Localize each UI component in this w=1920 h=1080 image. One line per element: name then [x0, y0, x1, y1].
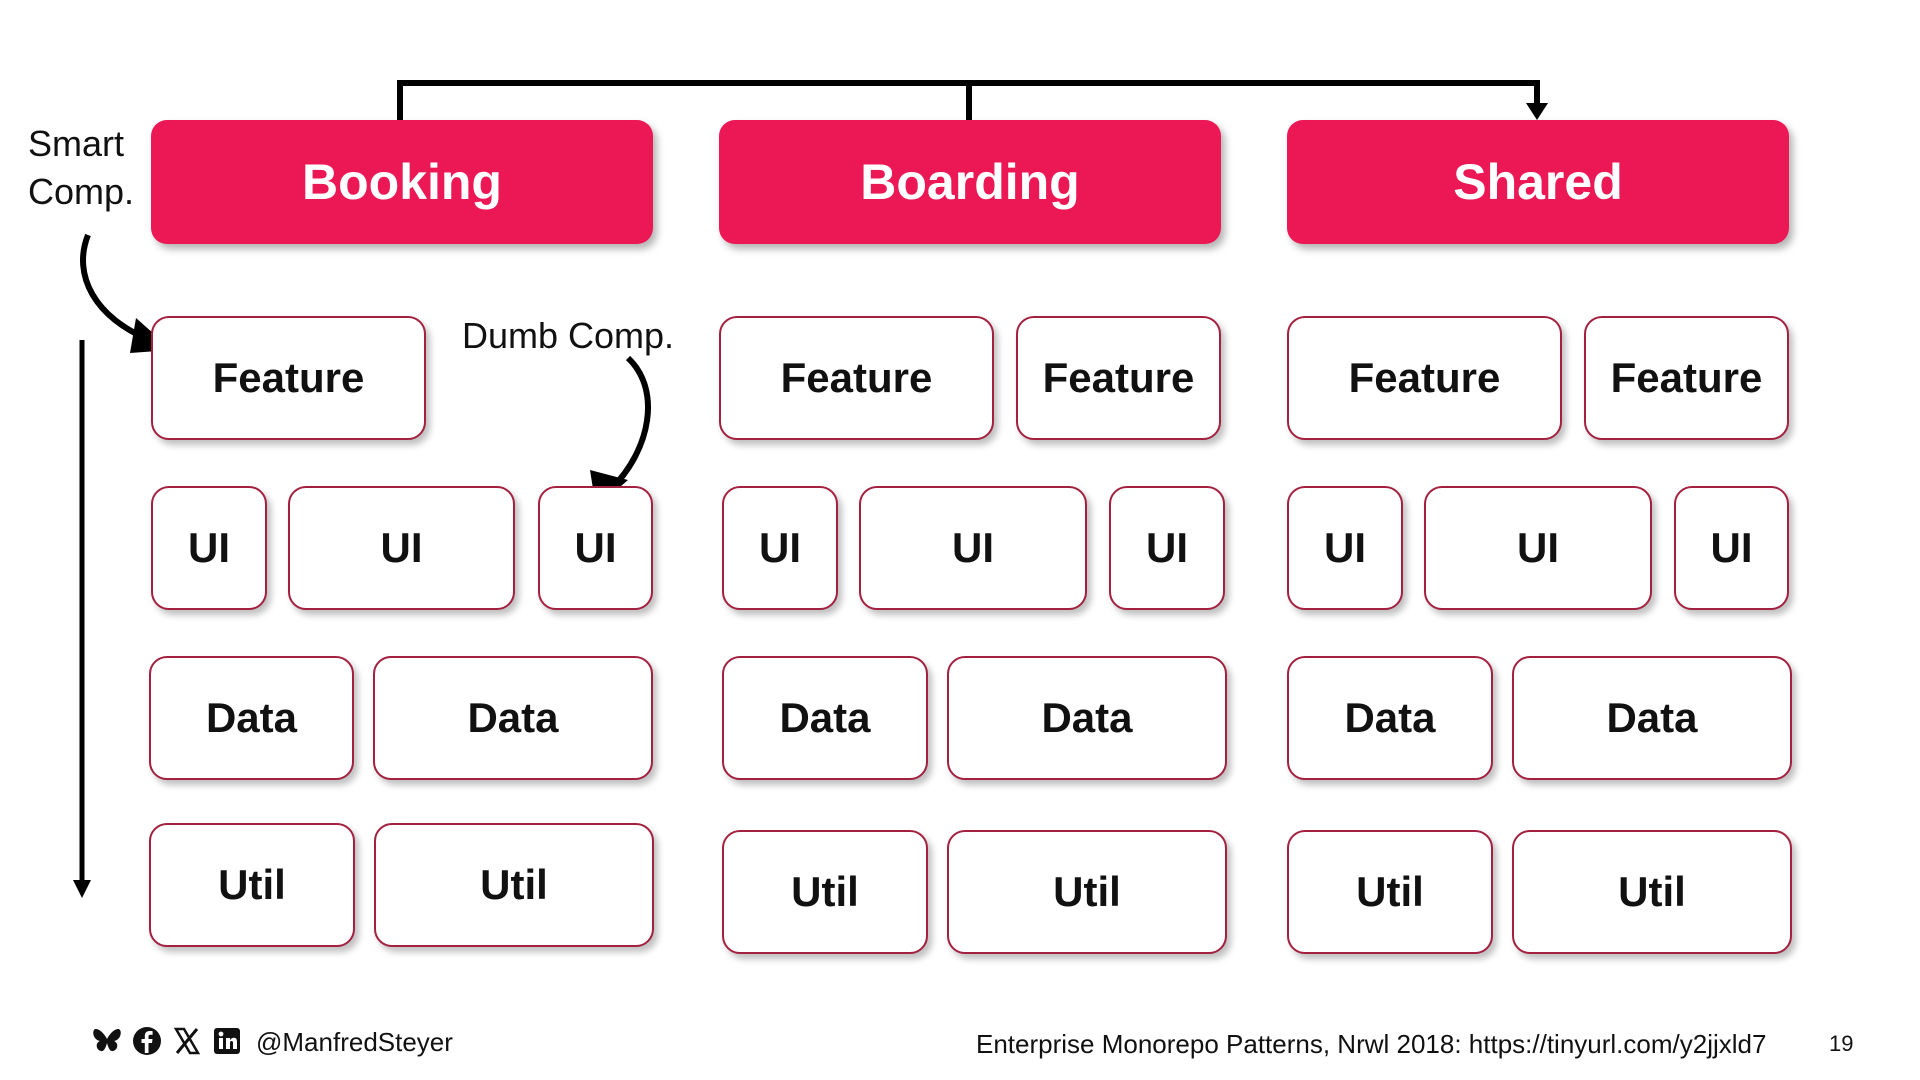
shared-header: Shared: [1287, 120, 1789, 244]
boarding-util-box-2: Util: [947, 830, 1227, 954]
booking-feature-box: Feature: [151, 316, 426, 440]
shared-feature-box-2: Feature: [1584, 316, 1789, 440]
boarding-ui-box-1: UI: [722, 486, 838, 610]
x-icon[interactable]: [172, 1026, 202, 1056]
shared-feature-box-1: Feature: [1287, 316, 1562, 440]
footer-handle: @ManfredSteyer: [256, 1027, 453, 1057]
shared-data-box-2: Data: [1512, 656, 1792, 780]
shared-data-box-1: Data: [1287, 656, 1493, 780]
boarding-ui-box-2: UI: [859, 486, 1087, 610]
shared-ui-box-1: UI: [1287, 486, 1403, 610]
booking-data-box-2: Data: [373, 656, 653, 780]
boarding-util-box-1: Util: [722, 830, 928, 954]
booking-ui-box-1: UI: [151, 486, 267, 610]
shared-ui-box-2: UI: [1424, 486, 1652, 610]
boarding-header: Boarding: [719, 120, 1221, 244]
boarding-data-box-1: Data: [722, 656, 928, 780]
boarding-feature-box-2: Feature: [1016, 316, 1221, 440]
linkedin-icon[interactable]: [212, 1026, 242, 1056]
shared-ui-box-3: UI: [1674, 486, 1789, 610]
facebook-icon[interactable]: [132, 1026, 162, 1056]
boarding-data-box-2: Data: [947, 656, 1227, 780]
bracket-arrowhead: [1526, 103, 1548, 120]
booking-data-box-1: Data: [149, 656, 354, 780]
boarding-ui-box-3: UI: [1109, 486, 1225, 610]
dumb-comp-label: Dumb Comp.: [462, 315, 675, 356]
footer-citation: Enterprise Monorepo Patterns, Nrwl 2018:…: [976, 1029, 1767, 1059]
booking-header: Booking: [151, 120, 653, 244]
smart-comp-label-line2: Comp.: [28, 171, 135, 212]
booking-util-box-1: Util: [149, 823, 355, 947]
shared-util-box-1: Util: [1287, 830, 1493, 954]
booking-ui-box-2: UI: [288, 486, 515, 610]
butterfly-icon[interactable]: [92, 1026, 122, 1056]
page-number: 19: [1829, 1031, 1854, 1056]
dumb-comp-arrow: [609, 355, 651, 491]
booking-ui-box-3: UI: [538, 486, 653, 610]
shared-util-box-2: Util: [1512, 830, 1792, 954]
layer-direction-arrowhead: [73, 880, 91, 898]
booking-util-box-2: Util: [374, 823, 654, 947]
boarding-feature-box-1: Feature: [719, 316, 994, 440]
social-icons: [92, 1026, 242, 1056]
smart-comp-arrow: [80, 233, 152, 343]
smart-comp-label-line1: Smart: [28, 123, 125, 164]
